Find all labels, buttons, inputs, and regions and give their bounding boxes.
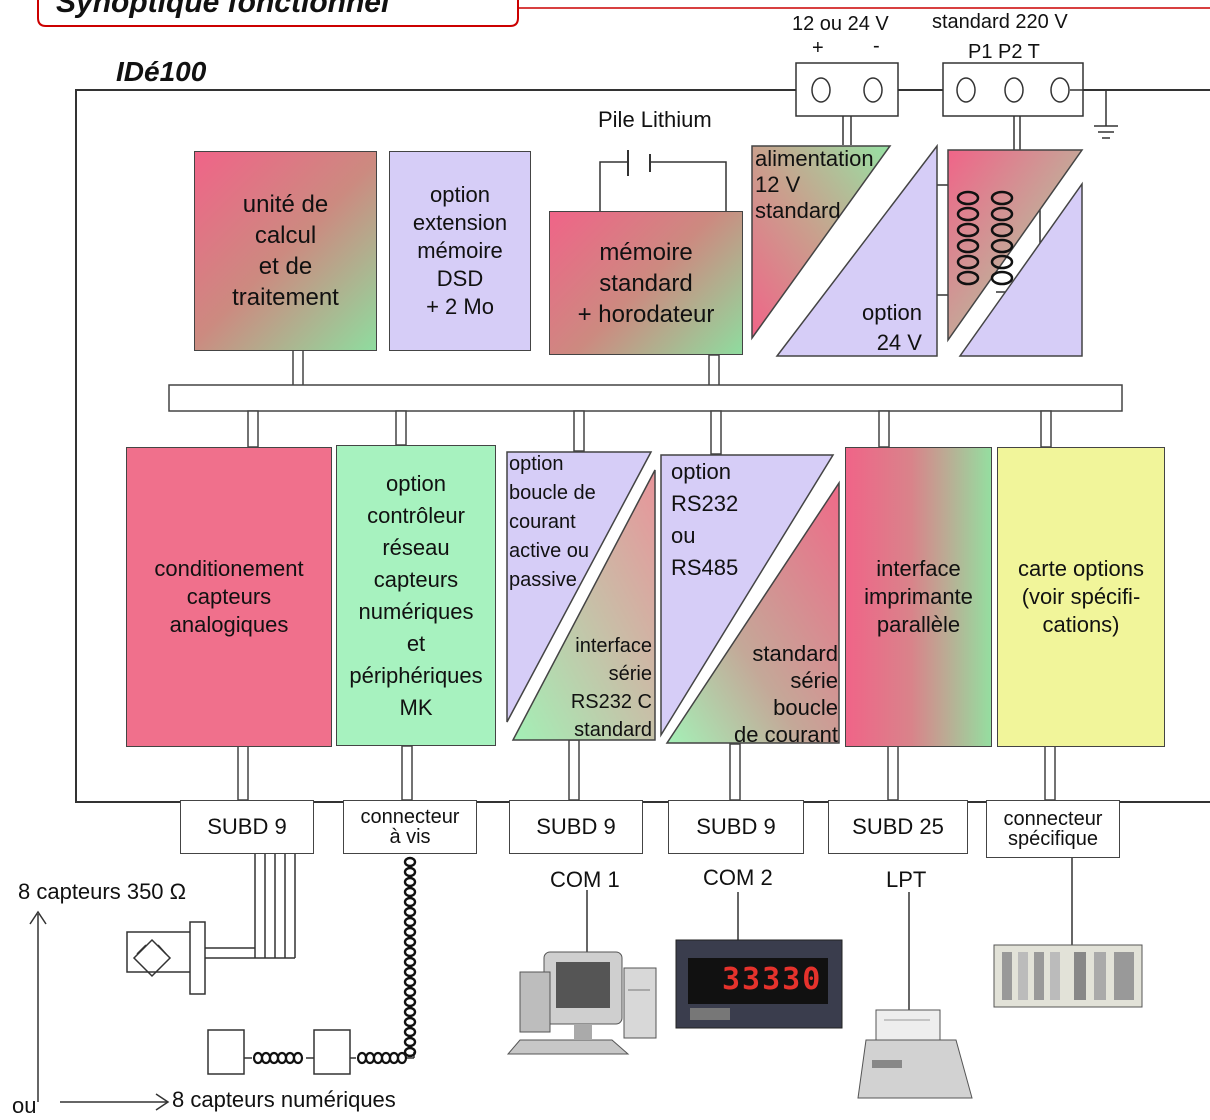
ac-terminal-block <box>942 62 1084 117</box>
ac-pins-label: P1 P2 T <box>968 41 1040 63</box>
connector-screw-label: connecteur à vis <box>360 806 460 848</box>
digital-bus-coil-icon <box>403 856 417 1058</box>
options-card-label: carte options (voir spécifi- cations) <box>1018 556 1144 637</box>
power-supply-block <box>751 144 938 357</box>
transformer-coil-icon <box>956 190 1014 286</box>
com2-option-label: option RS232 ou RS485 <box>671 459 739 580</box>
port-lpt-label: LPT <box>886 867 927 892</box>
port-com1-label: COM 1 <box>550 867 620 892</box>
memory-extension-label: option extension mémoire DSD + 2 Mo <box>412 182 508 319</box>
enclosure-frame <box>75 89 1210 803</box>
sensor-link-coil-icon <box>252 1051 408 1065</box>
com2-standard-label: standard série boucle de courant <box>734 641 838 747</box>
battery-icon <box>599 150 727 212</box>
connector-subd9-com2-label: SUBD 9 <box>696 814 776 839</box>
connector-subd9-com1: SUBD 9 <box>509 800 643 854</box>
strain-bridge-icon <box>132 938 172 978</box>
power-supply-option-label: option 24 V <box>862 300 922 355</box>
power-supply-standard-label: alimentation 12 V standard <box>755 146 874 223</box>
pc-icon <box>506 951 657 1055</box>
options-card-block: carte options (voir spécifi- cations) <box>997 447 1165 747</box>
ground-icon <box>1070 89 1118 139</box>
connector-screw: connecteur à vis <box>343 800 477 854</box>
analog-sensor-wiring <box>126 852 296 995</box>
section-title: Synoptique fonctionnel <box>56 0 390 19</box>
sensor-arrows <box>29 910 170 1111</box>
com1-interface-block <box>506 451 656 741</box>
dc-minus-label: - <box>873 35 880 57</box>
network-controller-block: option contrôleur réseau capteurs numéri… <box>336 445 496 746</box>
cpu-block-label: unité de calcul et de traitement <box>232 191 339 311</box>
memory-extension-block: option extension mémoire DSD + 2 Mo <box>389 151 531 351</box>
analog-conditioning-block: conditionement capteurs analogiques <box>126 447 332 747</box>
connector-specific: connecteur spécifique <box>986 800 1120 858</box>
system-bus <box>168 384 1123 412</box>
connector-subd9-analog: SUBD 9 <box>180 800 314 854</box>
battery-label: Pile Lithium <box>598 107 712 132</box>
transformer-block <box>947 149 1084 357</box>
dc-plus-label: + <box>812 37 824 59</box>
digital-display-icon <box>675 939 843 1029</box>
ac-supply-label: standard 220 V <box>932 11 1068 33</box>
standard-memory-block: mémoire standard + horodateur <box>549 211 743 355</box>
digital-sensors-label: 8 capteurs numériques <box>172 1087 396 1112</box>
connector-subd9-analog-label: SUBD 9 <box>207 814 287 839</box>
digital-sensor-chain <box>207 1029 415 1075</box>
com1-standard-label: interface série RS232 C standard <box>570 635 652 741</box>
option-rack-icon <box>993 944 1143 1008</box>
analog-conditioning-label: conditionement capteurs analogiques <box>154 556 304 637</box>
standard-memory-label: mémoire standard + horodateur <box>577 238 715 328</box>
printer-interface-block: interface imprimante parallèle <box>845 447 992 747</box>
section-tab-frame <box>37 0 519 27</box>
printer-icon <box>857 1009 973 1099</box>
com2-interface-block <box>660 454 840 744</box>
com1-option-label: option boucle de courant active ou passi… <box>509 453 596 591</box>
display-readout: 33330 <box>722 962 823 997</box>
connector-subd25-lpt-label: SUBD 25 <box>852 814 944 839</box>
cpu-block: unité de calcul et de traitement <box>194 151 377 351</box>
device-name: IDé100 <box>116 56 207 87</box>
dc-supply-label: 12 ou 24 V <box>792 13 889 35</box>
connector-subd9-com2: SUBD 9 <box>668 800 804 854</box>
connector-specific-label: connecteur spécifique <box>1003 808 1103 850</box>
dc-terminal-block <box>795 62 899 117</box>
network-controller-label: option contrôleur réseau capteurs numéri… <box>349 470 483 720</box>
port-com2-label: COM 2 <box>703 865 773 890</box>
or-label: ou <box>12 1093 37 1118</box>
analog-sensors-label: 8 capteurs 350 Ω <box>18 879 187 904</box>
connector-subd9-com1-label: SUBD 9 <box>536 814 616 839</box>
connector-subd25-lpt: SUBD 25 <box>828 800 968 854</box>
printer-interface-label: interface imprimante parallèle <box>864 556 973 637</box>
